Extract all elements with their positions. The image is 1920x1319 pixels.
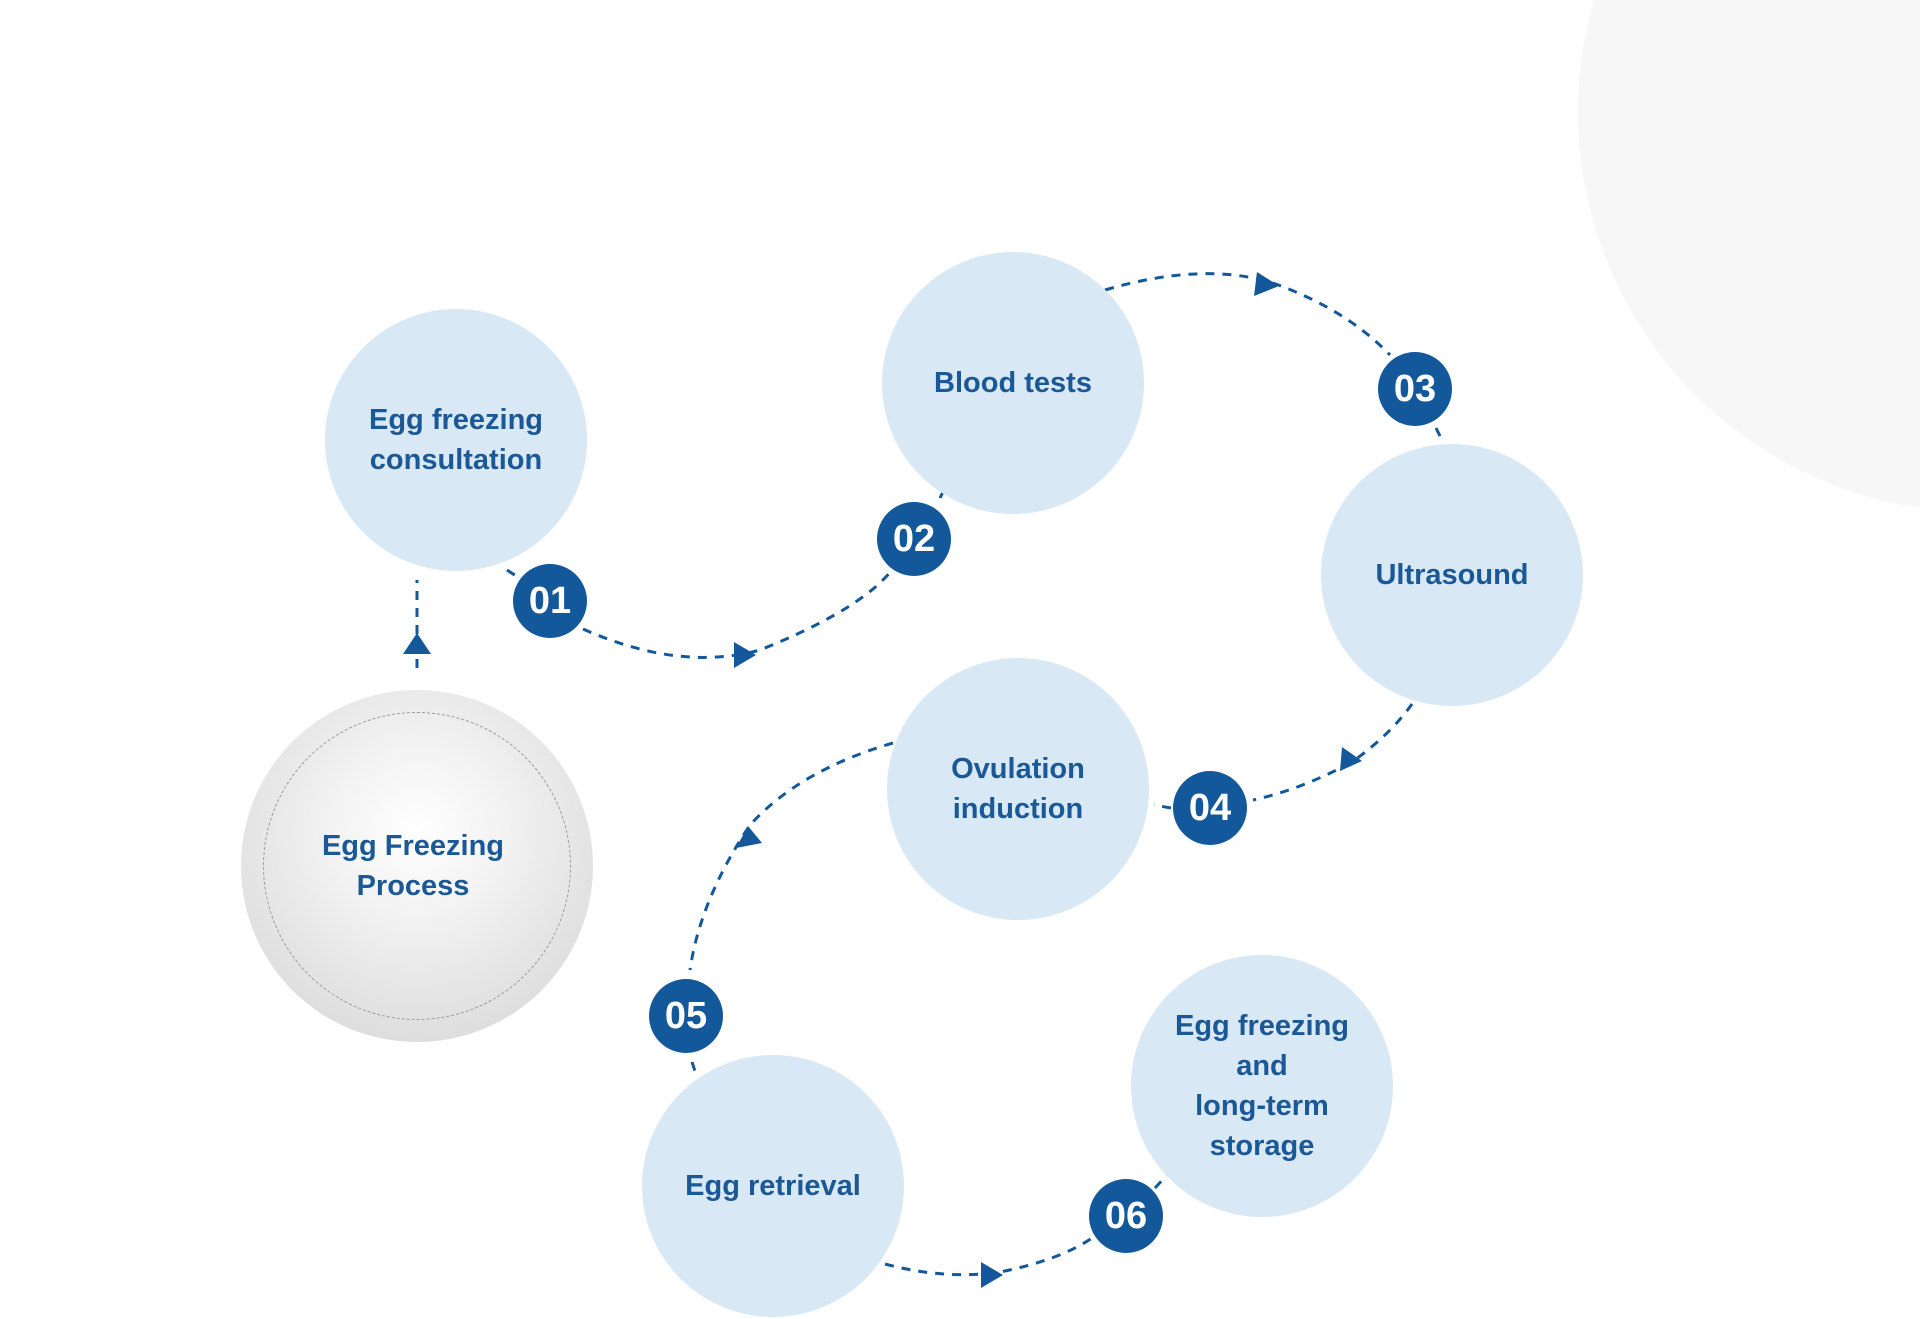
process-title-sphere: Egg Freezing Process [241, 690, 593, 1042]
step-label: Egg retrieval [685, 1170, 861, 1202]
connector-ovulation-to-05 [688, 741, 894, 971]
step-number-badge: 02 [877, 502, 951, 576]
connector-retrieval-to-06 [884, 1236, 1093, 1277]
dashed-ring [263, 712, 571, 1020]
step-label: Egg freezing consultation [368, 404, 543, 476]
connector-ultrasound-to-04 [1252, 703, 1414, 802]
step-number-badge: 04 [1173, 771, 1247, 845]
connector-06-to-storage [1153, 1173, 1169, 1190]
arrow-down-left-icon [736, 826, 762, 848]
connector-03-to-ultrasound [1434, 427, 1444, 441]
step-circle-consultation: Egg freezing consultation [325, 309, 587, 571]
step-circle-blood-tests: Blood tests [882, 252, 1144, 514]
step-label: Ovulation induction [951, 753, 1085, 825]
step-number-badge: 05 [649, 979, 723, 1053]
step-label: Ultrasound [1375, 559, 1529, 591]
process-title: Egg Freezing Process [321, 830, 505, 902]
decorative-background-circle [1578, 0, 1920, 512]
step-label: Blood tests [934, 367, 1092, 399]
step-circle-egg-retrieval: Egg retrieval [642, 1055, 904, 1317]
step-number-badge: 03 [1378, 352, 1452, 426]
arrow-right-icon [981, 1262, 1003, 1288]
arrow-down-left-icon [1340, 747, 1362, 771]
arrow-right-icon [734, 642, 756, 668]
step-number-badge: 01 [513, 564, 587, 638]
step-circle-freezing-storage: Egg freezing and long-term storage [1131, 955, 1393, 1217]
step-label: Egg freezing and long-term storage [1174, 1010, 1349, 1162]
connector-04-to-ovulation [1153, 803, 1172, 810]
step-circle-ovulation-induction: Ovulation induction [887, 658, 1149, 920]
step-circle-ultrasound: Ultrasound [1321, 444, 1583, 706]
step-number-badge: 06 [1089, 1179, 1163, 1253]
arrow-up-icon [403, 633, 431, 654]
connector-05-to-retrieval [690, 1061, 698, 1075]
arrow-right-icon [1254, 272, 1279, 296]
